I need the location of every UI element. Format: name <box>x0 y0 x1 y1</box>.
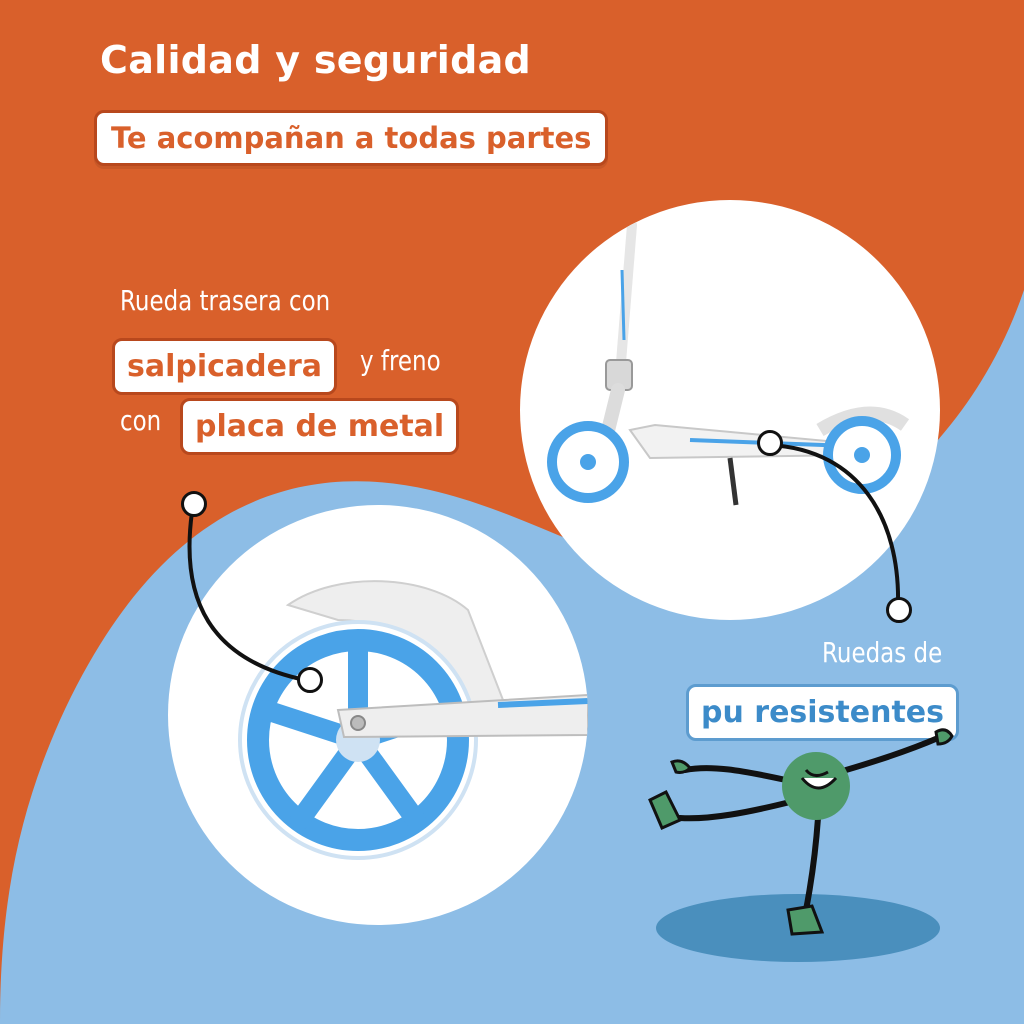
salpicadera-pill: salpicadera <box>112 338 338 395</box>
scooter-photo <box>520 200 940 620</box>
mascot-icon <box>648 728 954 962</box>
connector-dot-rear-bottom <box>297 667 323 693</box>
page-subtitle-pill: Te acompañan a todas partes <box>94 110 609 166</box>
connector-dot-rear-top <box>181 491 207 517</box>
rear-wheel-icon <box>238 580 588 860</box>
rear-wheel-caption-line1: Rueda trasera con <box>120 284 331 317</box>
rear-wheel-caption-prefix: con <box>120 404 162 437</box>
rear-wheel-photo <box>168 505 588 925</box>
page-title: Calidad y seguridad <box>100 38 532 82</box>
pu-resistentes-pill: pu resistentes <box>686 684 960 741</box>
connector-dot-wheels-bottom <box>886 597 912 623</box>
wheels-caption-line1: Ruedas de <box>822 636 943 669</box>
rear-wheel-caption-mid: y freno <box>360 344 441 377</box>
connector-dot-wheels-top <box>757 430 783 456</box>
metal-plate-pill: placa de metal <box>180 398 460 455</box>
